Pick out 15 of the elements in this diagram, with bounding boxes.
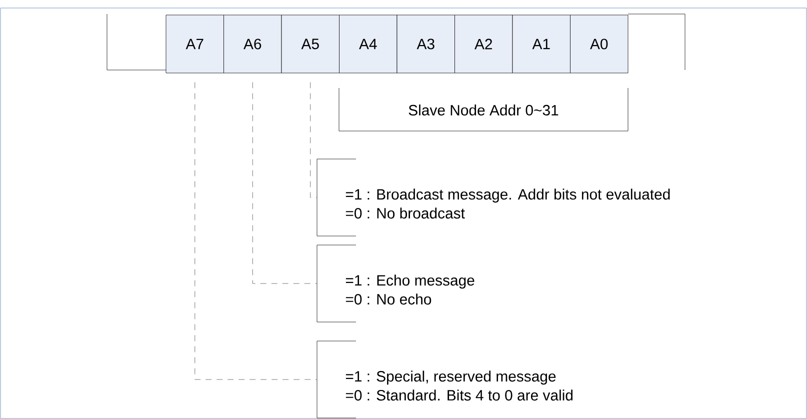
bit-cell: A2 (454, 14, 513, 74)
bracket-note: =1 : Special, reserved message =0 : Standard. Bits 4 to 0 are valid (316, 340, 572, 418)
bit-cell: A1 (512, 14, 570, 74)
bit-cell: A3 (396, 14, 455, 74)
bracket-note: =1 : Echo message =0 : No echo (316, 244, 474, 322)
bit-cell: A6 (224, 14, 282, 74)
bracket-label: Slave Node Addr 0~31 (338, 88, 628, 132)
bit-cell: A7 (166, 14, 224, 74)
bracket-note: =1 : Broadcast message. Addr bits not evaluated =0 : No broadcast (316, 158, 670, 236)
leader-line (310, 82, 318, 198)
bit-cell: A4 (339, 14, 398, 74)
leader-line (194, 82, 318, 380)
leader-line (252, 82, 318, 284)
bit-cell: A0 (570, 14, 628, 74)
bit-cell: A5 (281, 14, 340, 74)
